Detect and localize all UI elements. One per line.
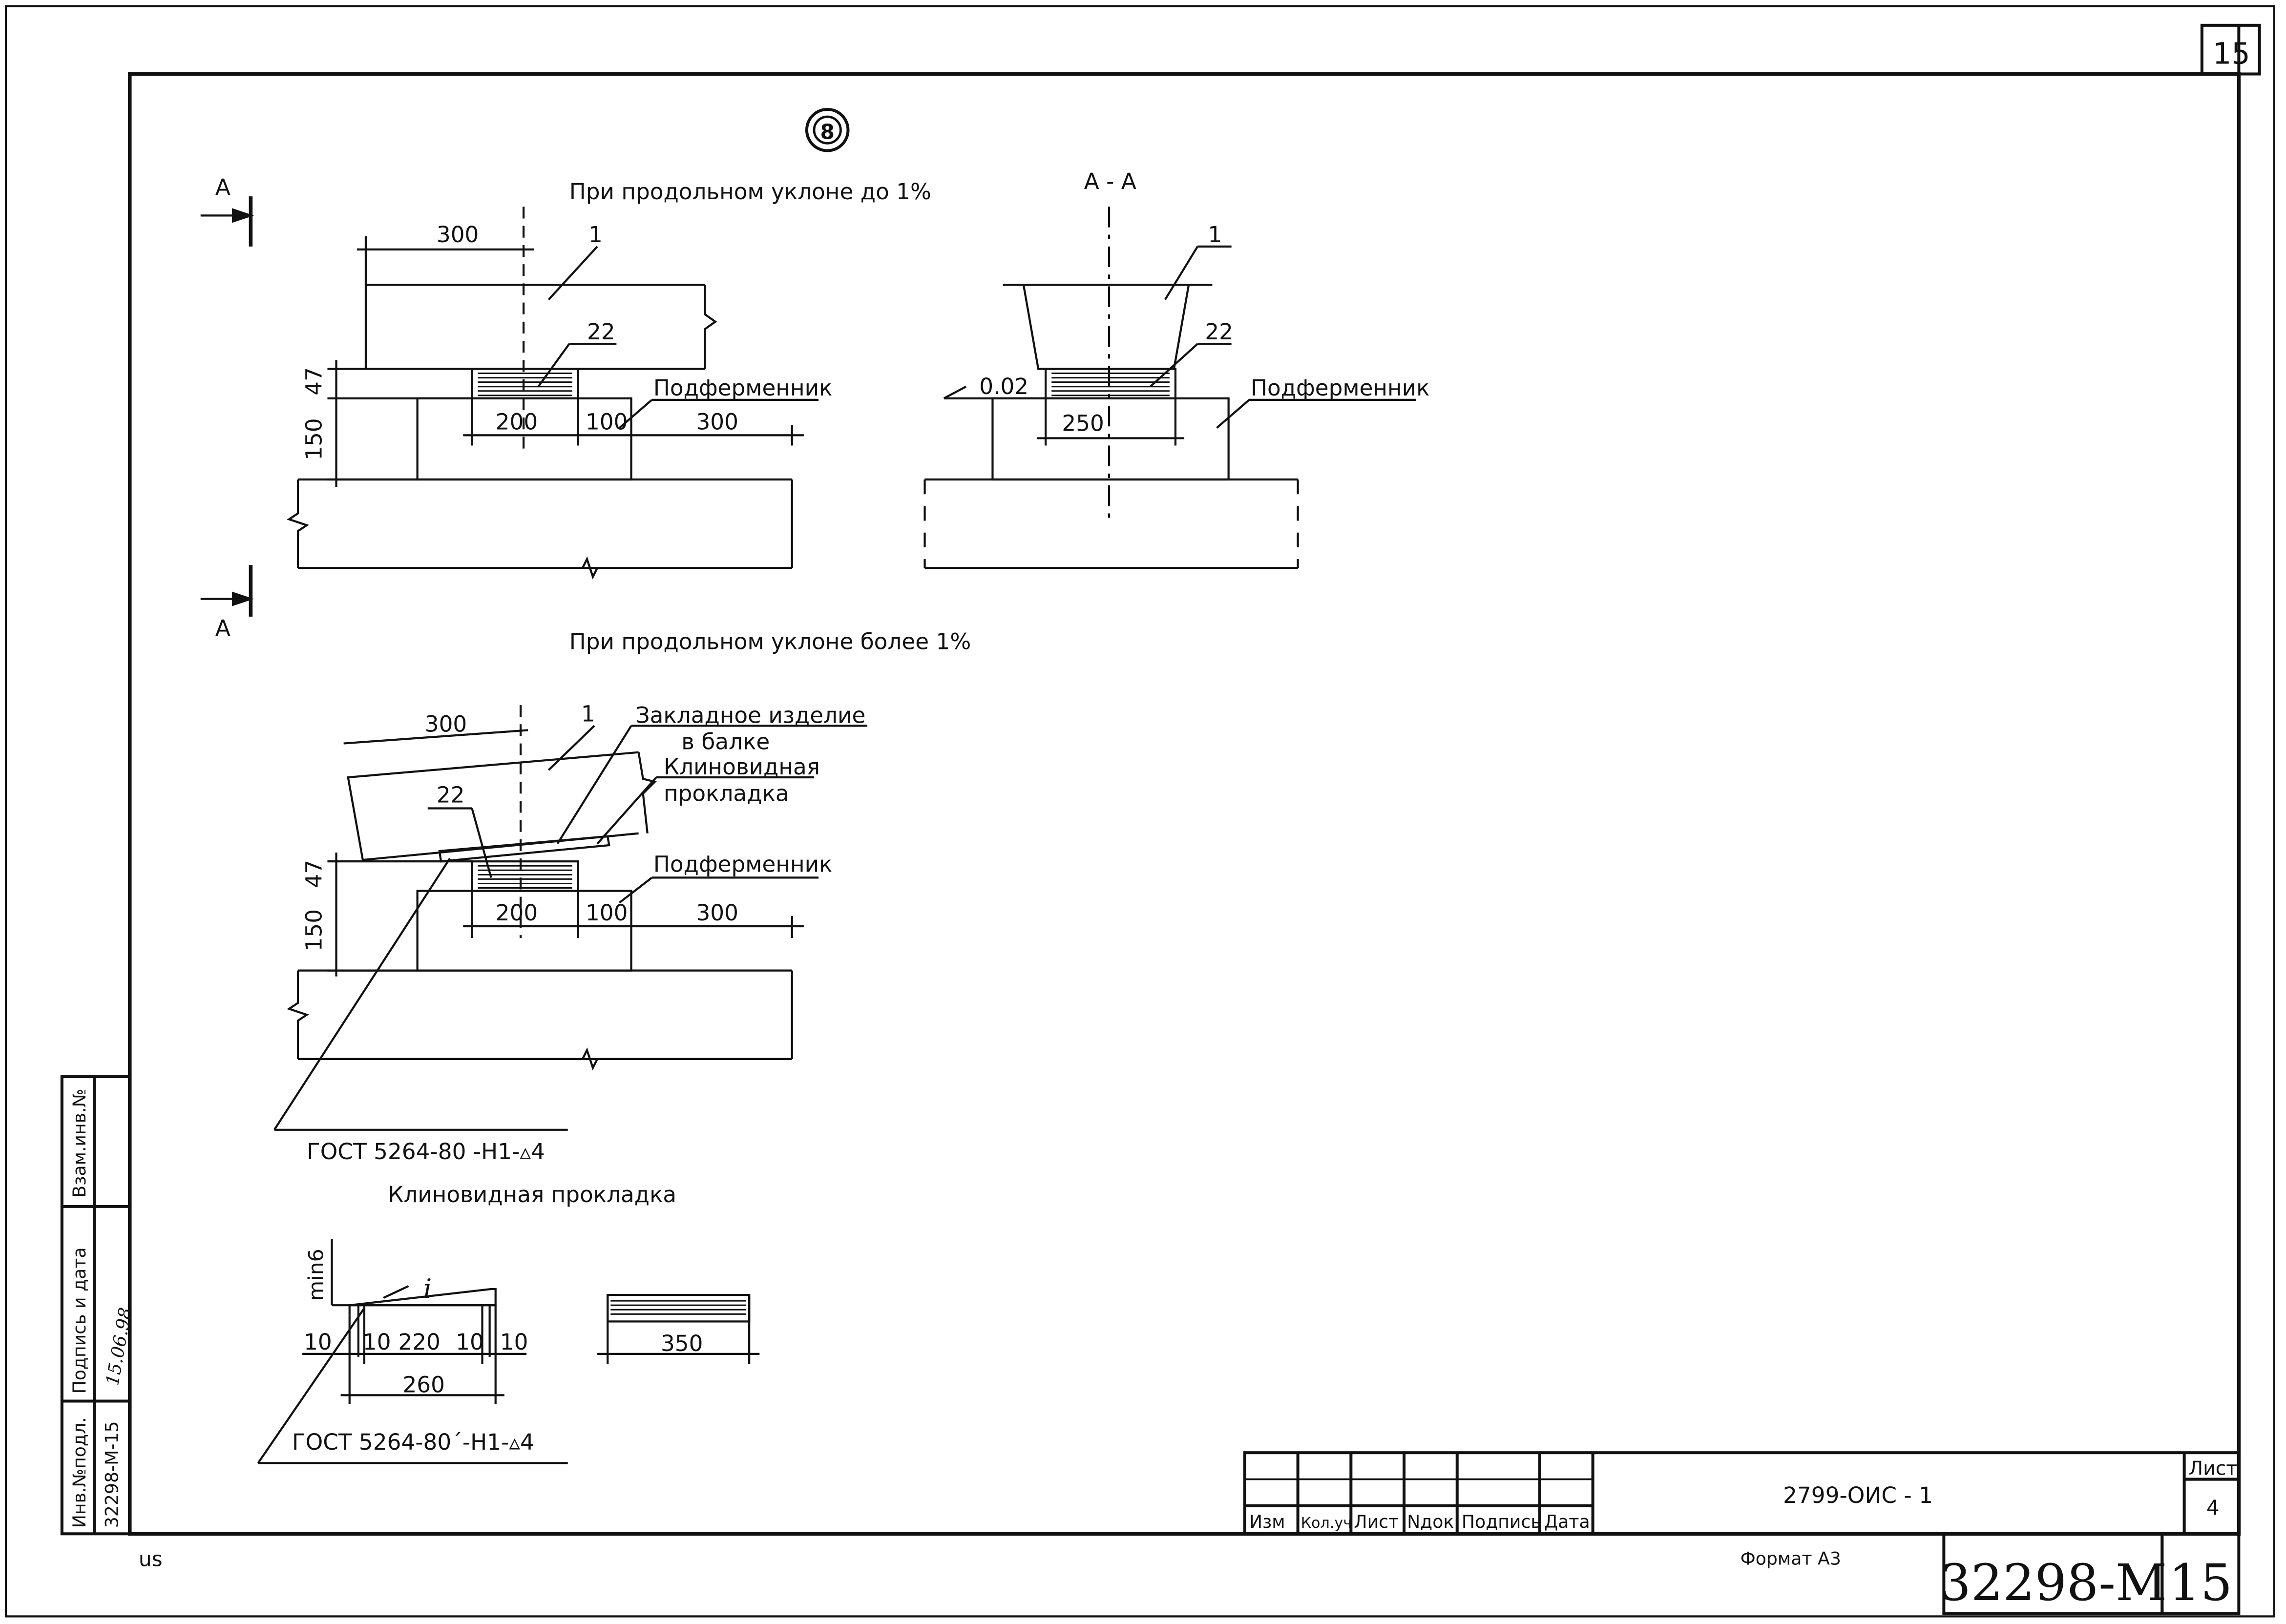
section-mark-top: А xyxy=(215,174,231,200)
page-border xyxy=(4,5,2275,1618)
doc-code: 32298-М xyxy=(1939,1554,2167,1612)
stamp-col2: Подпись и дата xyxy=(69,1247,90,1394)
weld-note-1: ГОСТ 5264-80 -Н1-▵4 xyxy=(307,1139,545,1165)
elevation-case1 xyxy=(200,196,819,617)
dim-100-case1: 100 xyxy=(586,409,628,435)
top-sheet-box xyxy=(2200,23,2261,76)
label-embedded-1: Закладное изделие xyxy=(636,702,866,728)
label-bearing-section: 22 xyxy=(1205,319,1233,345)
tb-header-ndok: Nдок xyxy=(1407,1511,1454,1532)
format-label: Формат А3 xyxy=(1741,1548,1841,1569)
dim-w10a: 10 xyxy=(304,1329,332,1355)
dim-w10c: 10 xyxy=(456,1329,484,1355)
node-marker-inner xyxy=(813,115,842,145)
dim-200-case2: 200 xyxy=(496,900,538,926)
section-AA xyxy=(923,207,1416,569)
title-block xyxy=(1243,1451,2241,1615)
dim-150-case2: 150 xyxy=(301,909,327,951)
elevation-case2 xyxy=(273,705,867,1131)
section-title: А - А xyxy=(1084,168,1136,194)
label-slope-i: i xyxy=(423,1273,432,1304)
weld-note-2: ГОСТ 5264-80΄-Н1-▵4 xyxy=(292,1429,534,1455)
dim-200-case1: 200 xyxy=(496,409,538,435)
tb-header-izm: Изм xyxy=(1249,1511,1285,1532)
dim-47-case1: 47 xyxy=(301,367,327,396)
dim-w260: 260 xyxy=(402,1372,444,1397)
label-beam-case2: 1 xyxy=(581,701,595,727)
tb-header-data: Дата xyxy=(1544,1511,1590,1532)
side-stamp xyxy=(60,1075,131,1536)
tb-sheet-label: Лист xyxy=(2189,1457,2237,1479)
dim-150-case1: 150 xyxy=(301,418,327,460)
node-marker: 8 xyxy=(820,120,835,144)
label-pedestal-case1: Подферменник xyxy=(653,375,833,401)
bottom-left-note: us xyxy=(139,1547,163,1571)
label-beam-section: 1 xyxy=(1208,222,1222,248)
dim-w10d: 10 xyxy=(500,1329,528,1355)
dim-300b-case2: 300 xyxy=(696,900,738,926)
label-pedestal-case2: Подферменник xyxy=(653,851,833,877)
tb-header-podpis: Подпись xyxy=(1462,1511,1541,1532)
label-bearing-case2: 22 xyxy=(437,782,465,808)
tb-sheet-value: 4 xyxy=(2206,1496,2220,1520)
dim-w220: 220 xyxy=(398,1329,440,1355)
node-marker-outer xyxy=(805,107,850,152)
dim-w10b: 10 xyxy=(363,1329,391,1355)
dim-250: 250 xyxy=(1062,410,1104,436)
tb-designation: 2799-ОИС - 1 xyxy=(1783,1482,1933,1508)
case1-title: При продольном уклоне до 1% xyxy=(569,179,931,205)
main-frame xyxy=(127,72,2241,1536)
wedge-detail xyxy=(257,1239,760,1464)
label-bearing-case1: 22 xyxy=(587,319,615,345)
dim-300-case2: 300 xyxy=(425,711,467,737)
top-sheet-number: 15 xyxy=(2213,37,2250,71)
label-pedestal-section: Подферменник xyxy=(1251,375,1430,401)
label-wedge-2: прокладка xyxy=(664,780,789,806)
label-wedge-1: Клиновидная xyxy=(664,754,820,780)
label-slope: 0.02 xyxy=(979,374,1028,399)
stamp-col3: Инв.№подл. xyxy=(69,1417,90,1528)
stamp-inv-value: 32298-М-15 xyxy=(102,1421,123,1528)
tb-header-list: Лист xyxy=(1354,1511,1399,1532)
dim-47-case2: 47 xyxy=(301,860,327,888)
dim-w350: 350 xyxy=(661,1331,703,1356)
label-min6: min6 xyxy=(304,1249,328,1301)
dim-300-case1: 300 xyxy=(437,222,479,248)
dim-300b-case1: 300 xyxy=(696,409,738,435)
stamp-col1: Взам.инв.№ xyxy=(69,1089,90,1198)
case2-title: При продольном уклоне более 1% xyxy=(569,628,971,654)
page-number: 15 xyxy=(2169,1554,2233,1612)
tb-header-koluch: Кол.уч xyxy=(1301,1515,1352,1532)
dim-100-case2: 100 xyxy=(586,900,628,926)
section-mark-bottom: А xyxy=(215,615,231,641)
label-embedded-2: в балке xyxy=(681,729,770,755)
wedge-title: Клиновидная прокладка xyxy=(388,1182,676,1208)
label-beam-case1: 1 xyxy=(588,222,603,248)
